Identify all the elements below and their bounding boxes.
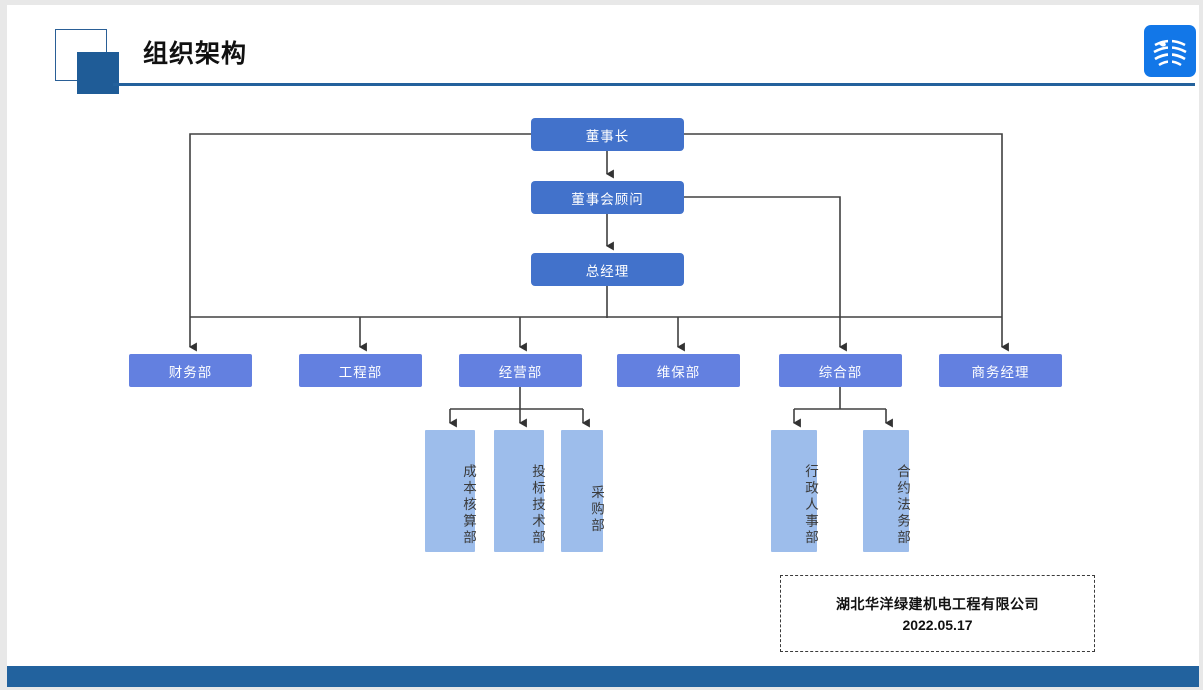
signature-company-name: 湖北华洋绿建机电工程有限公司 (836, 596, 1039, 612)
node-cost-accounting-dept[interactable]: 成本核算部 (425, 430, 476, 552)
node-engineering-dept[interactable]: 工程部 (299, 354, 422, 387)
slide-canvas: 组织架构 (7, 5, 1199, 687)
node-chairman[interactable]: 董事长 (531, 118, 684, 151)
page-title: 组织架构 (143, 40, 248, 68)
node-finance-dept[interactable]: 财务部 (129, 354, 252, 387)
node-general-manager[interactable]: 总经理 (531, 253, 684, 286)
node-maintenance-dept[interactable]: 维保部 (617, 354, 740, 387)
node-bidding-tech-dept[interactable]: 投标技术部 (494, 430, 545, 552)
footer-bar (7, 666, 1199, 687)
node-board-advisor[interactable]: 董事会顾问 (531, 181, 684, 214)
node-operations-dept[interactable]: 经营部 (459, 354, 582, 387)
signature-date: 2022.05.17 (902, 617, 973, 633)
header-rule-cap (107, 79, 113, 90)
signature-box: 湖北华洋绿建机电工程有限公司 2022.05.17 (780, 575, 1095, 652)
org-chart: 董事长 董事会顾问 总经理 财务部 工程部 经营部 维保部 综合部 商务经理 成… (7, 5, 1199, 687)
company-swirl-logo (1142, 23, 1198, 79)
node-procurement-dept[interactable]: 采购部 (561, 430, 604, 552)
header-divider (113, 83, 1195, 86)
node-business-manager[interactable]: 商务经理 (939, 354, 1062, 387)
node-general-affairs-dept[interactable]: 综合部 (779, 354, 902, 387)
node-admin-hr-dept[interactable]: 行政人事部 (771, 430, 818, 552)
connector-lines (189, 133, 1009, 428)
node-contract-legal-dept[interactable]: 合约法务部 (863, 430, 910, 552)
